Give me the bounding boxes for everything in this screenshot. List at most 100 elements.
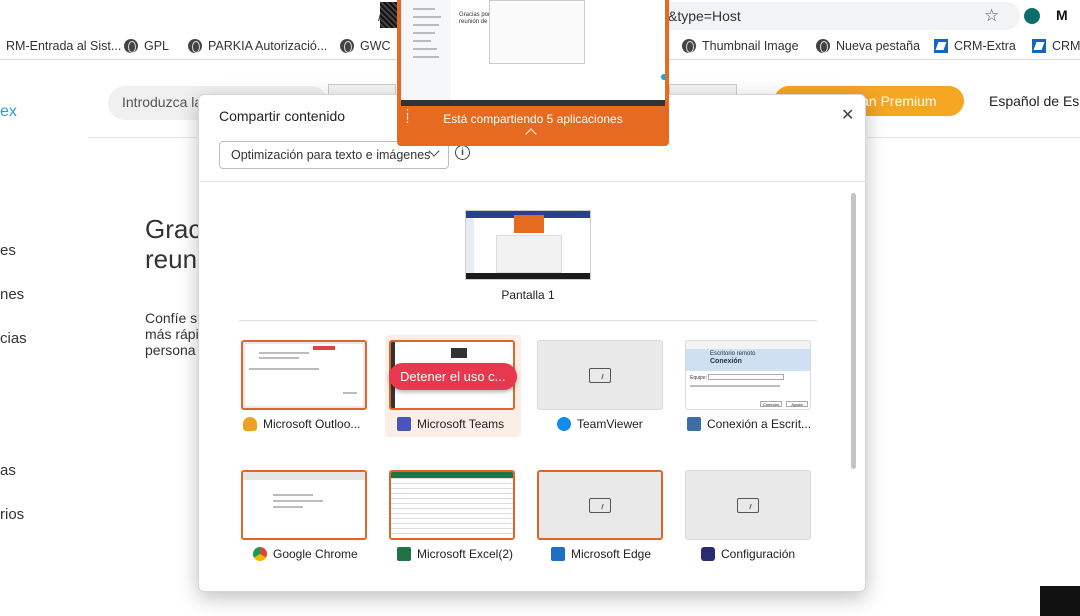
dialog-divider <box>200 181 866 182</box>
bookmark-label: Nueva pestaña <box>836 39 921 53</box>
teams-icon <box>397 417 411 431</box>
side-nav-item[interactable]: es <box>0 242 16 259</box>
bookmark-label: GPL <box>144 39 170 53</box>
dialog-title: Compartir contenido <box>219 108 346 124</box>
teamviewer-icon <box>557 417 571 431</box>
outlook-bell-icon <box>243 417 257 431</box>
thumb-share-bar <box>514 215 544 233</box>
bookmark-label: CRM- <box>1052 39 1080 53</box>
settings-gear-icon <box>701 547 715 561</box>
dialog-scrollbar[interactable] <box>851 193 856 469</box>
app-card-excel[interactable] <box>389 470 515 540</box>
close-icon[interactable]: ✕ <box>841 107 855 124</box>
crm-icon <box>1032 39 1046 53</box>
section-divider <box>239 320 817 321</box>
app-card-outlook[interactable] <box>241 340 367 410</box>
chrome-thumb-tabs <box>243 472 365 480</box>
redacted-url-area <box>380 2 398 28</box>
app-label-settings: Configuración <box>701 547 795 561</box>
share-content-dialog: Compartir contenido ✕ Optimización para … <box>198 94 866 592</box>
rd-field-label: Equipo: <box>690 375 707 381</box>
bookmark-item[interactable]: PARKIA Autorizació... <box>188 39 327 53</box>
language-selector[interactable]: Español de Es <box>989 93 1080 109</box>
excel-icon <box>397 547 411 561</box>
bookmark-label: RM-Entrada al Sist... <box>6 39 122 53</box>
app-card-remote-desktop[interactable]: Escritorio remoto Conexión Equipo: Conec… <box>685 340 811 410</box>
app-label-text: TeamViewer <box>577 417 643 431</box>
thumb-titlebar <box>466 211 590 218</box>
thumb-dialog <box>496 235 562 273</box>
outlook-thumb <box>245 344 363 406</box>
window-icon <box>737 498 759 513</box>
app-label-chrome: Google Chrome <box>253 547 358 561</box>
rd-thumb-titlebar <box>686 341 810 349</box>
remote-desktop-icon <box>687 417 701 431</box>
preview-subtitle: reunión de C <box>459 19 494 25</box>
side-nav-item[interactable]: rios <box>0 506 25 523</box>
excel-thumb-ribbon <box>391 472 513 478</box>
page-paragraph-line2: más rápi <box>145 326 199 342</box>
rd-help-button: Ayuda <box>786 401 808 407</box>
app-label-remote-desktop: Conexión a Escrit... <box>687 417 811 431</box>
globe-icon <box>124 39 138 53</box>
taskbar-corner <box>1040 586 1080 616</box>
rd-field-input <box>708 374 784 380</box>
globe-icon <box>188 39 202 53</box>
bookmark-item[interactable]: CRM-Extra <box>934 39 1016 53</box>
bookmark-item[interactable]: GWC <box>340 39 391 53</box>
url-text: &type=Host <box>668 8 741 24</box>
app-label-text: Conexión a Escrit... <box>707 417 812 431</box>
chevron-up-icon[interactable] <box>525 128 537 140</box>
bookmark-item[interactable]: GPL <box>124 39 169 53</box>
bookmark-label: CRM-Extra <box>954 39 1016 53</box>
window-icon <box>589 368 611 383</box>
teams-thumb-block <box>451 348 467 358</box>
rd-heading-line1: Escritorio remoto <box>710 351 756 357</box>
preview-sidebar <box>401 0 451 100</box>
side-nav-item[interactable]: nes <box>0 286 25 303</box>
app-card-settings[interactable] <box>685 470 811 540</box>
bookmark-item[interactable]: CRM- <box>1032 39 1080 53</box>
excel-thumb-grid <box>391 478 513 538</box>
thumb-taskbar <box>466 273 590 279</box>
preview-heading: Gracias por l reunión de C <box>459 12 493 26</box>
stop-sharing-button[interactable]: Detener el uso c... <box>389 363 517 390</box>
globe-icon <box>682 39 696 53</box>
globe-icon <box>816 39 830 53</box>
rd-thumb-heading: Escritorio remoto Conexión <box>710 351 755 365</box>
side-nav-item[interactable]: cias <box>0 330 27 347</box>
bookmark-item[interactable]: RM-Entrada al Sist... <box>0 39 121 53</box>
sharing-status-bar[interactable]: Gracias por l reunión de C ⋮⋮ Está compa… <box>397 0 669 146</box>
extension-icon[interactable] <box>1024 8 1040 24</box>
rd-heading-line2: Conexión <box>710 358 742 365</box>
bookmark-star-icon[interactable]: ☆ <box>984 6 1000 25</box>
page-paragraph-line3: persona <box>145 342 196 358</box>
screen-1-thumbnail[interactable] <box>465 210 591 280</box>
optimization-value: Optimización para texto e imágenes <box>231 148 431 162</box>
app-card-chrome[interactable] <box>241 470 367 540</box>
sharing-status-text: Está compartiendo 5 aplicaciones <box>443 112 623 126</box>
thumb-sidebar <box>466 218 474 273</box>
gmail-extension-icon[interactable]: M <box>1056 7 1068 23</box>
crm-icon <box>934 39 948 53</box>
info-icon[interactable]: i <box>455 145 470 160</box>
screen-1-label: Pantalla 1 <box>501 288 555 302</box>
app-label-outlook: Microsoft Outloo... <box>243 417 360 431</box>
app-label-teams: Microsoft Teams <box>397 417 504 431</box>
bookmark-item[interactable]: Nueva pestaña <box>816 39 920 53</box>
app-card-edge[interactable] <box>537 470 663 540</box>
page-paragraph: Confíe s más rápi persona <box>145 310 199 358</box>
site-logo[interactable]: ex <box>0 103 17 120</box>
bookmark-label: Thumbnail Image <box>702 39 799 53</box>
preview-title: Gracias por l <box>459 12 494 18</box>
bookmark-item[interactable]: Thumbnail Image <box>682 39 799 53</box>
preview-scroll-dot <box>661 74 665 80</box>
background-window-edge <box>328 84 396 96</box>
page-paragraph-line1: Confíe s <box>145 310 198 326</box>
app-label-text: Microsoft Teams <box>417 417 505 431</box>
rd-connect-button: Conectar <box>760 401 782 407</box>
app-label-text: Configuración <box>721 547 796 561</box>
app-card-teamviewer[interactable] <box>537 340 663 410</box>
side-nav-item[interactable]: as <box>0 462 16 479</box>
drag-handle-icon[interactable]: ⋮⋮ <box>402 108 413 125</box>
